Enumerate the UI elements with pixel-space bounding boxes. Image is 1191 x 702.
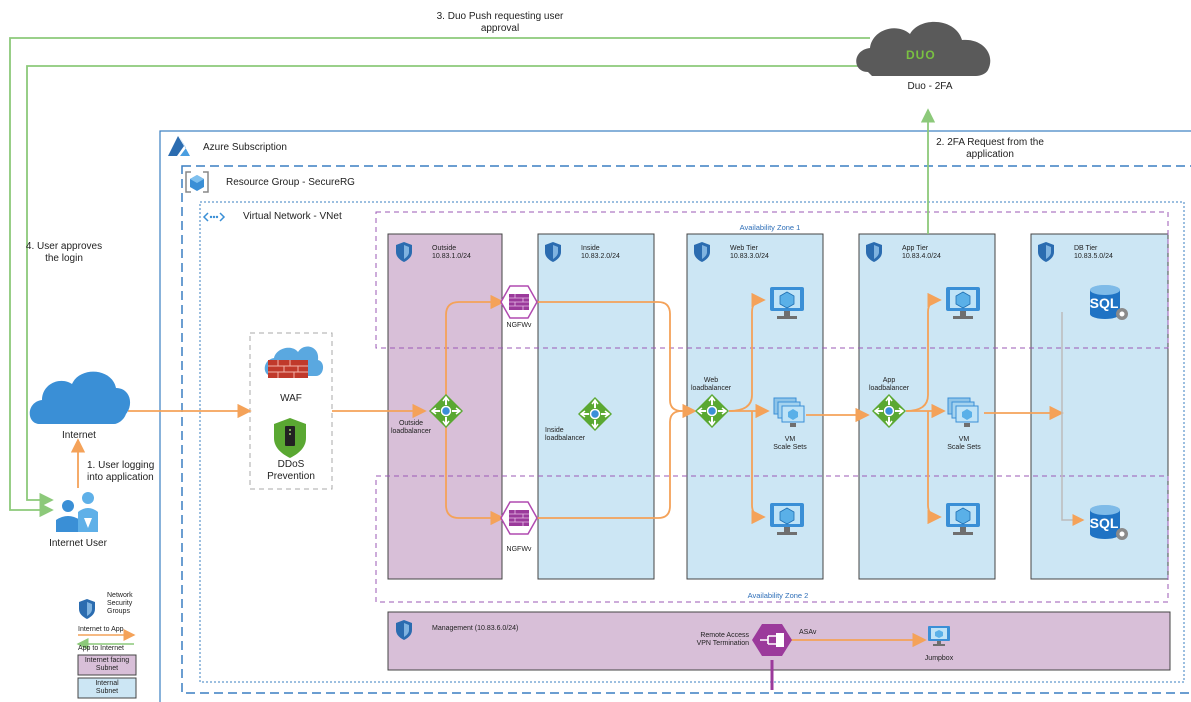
app-lb-label: App loadbalancer: [868, 377, 910, 392]
app-vmss-label: VM Scale Sets: [947, 436, 981, 451]
internet-user-icon: [56, 492, 98, 532]
outside-lb-to-ngfw-bottom: [445, 411, 505, 526]
waf-icon: [264, 346, 324, 378]
az2-label: Availability Zone 2: [747, 591, 809, 600]
asav-label: ASAv: [799, 629, 817, 636]
db-replication-line: [1061, 312, 1085, 526]
app-lb-to-vm-bottom: [927, 411, 942, 525]
subscription-label: Azure Subscription: [203, 142, 287, 153]
resource-group-icon: [185, 171, 209, 193]
step2-label: 2. 2FA Request from the application: [936, 137, 1044, 160]
jumpbox-icon: [928, 626, 950, 646]
asav-vpn-icon: [752, 624, 792, 656]
management-subnet-label: Management (10.83.6.0/24): [432, 625, 519, 632]
step3-label: 3. Duo Push requesting user approval: [436, 11, 564, 34]
internet-label: Internet: [62, 430, 96, 441]
web-subnet-label: Web Tier 10.83.3.0/24: [730, 245, 769, 260]
duo-push-line-inner: [26, 65, 870, 508]
step4-label: 4. User approves the login: [25, 241, 103, 264]
duo-label: Duo - 2FA: [907, 81, 953, 92]
availability-zone-2: [375, 475, 1169, 603]
legend-nsg-label: Network Security Groups: [107, 592, 133, 615]
ddos-label: DDoS Prevention: [267, 459, 315, 482]
ddos-shield-icon: [274, 418, 306, 458]
duo-push-line-outer: [9, 37, 870, 518]
resource-group-frame: [181, 165, 1191, 694]
internet-user-label: Internet User: [49, 538, 107, 549]
duo-logo-text: DUO: [906, 48, 936, 62]
vnet-icon: [202, 212, 226, 222]
web-vmss-label: VM Scale Sets: [773, 436, 807, 451]
waf-label: WAF: [280, 393, 302, 404]
ngfw-bottom-label: NGFWv: [506, 546, 532, 553]
web-lb-label: Web loadbalancer: [690, 377, 732, 392]
legend-nsg-shield-icon: [79, 599, 95, 619]
jumpbox-label: Jumpbox: [924, 655, 954, 662]
ngfw-top-label: NGFWv: [506, 322, 532, 329]
ngfw-bottom-icon: [500, 501, 538, 535]
az1-label: Availability Zone 1: [739, 223, 801, 232]
ngfw-bottom-to-web-lb: [536, 410, 683, 519]
resource-group-label: Resource Group - SecureRG: [226, 177, 355, 188]
step1-label: 1. User logging into application: [87, 460, 155, 483]
vpn-label: Remote Access VPN Termination: [696, 632, 749, 647]
availability-zone-1: [375, 211, 1169, 349]
outside-lb-label: Outside loadbalancer: [390, 420, 432, 435]
outside-subnet-label: Outside 10.83.1.0/24: [432, 245, 471, 260]
app-lb-to-vm-top: [905, 292, 942, 412]
ngfw-top-to-web-lb: [536, 301, 697, 419]
ngfw-top-icon: [500, 285, 538, 319]
legend-to-internet-label: App to Internet: [78, 645, 124, 652]
internet-cloud-icon: [29, 371, 131, 424]
inside-lb-label: Inside loadbalancer: [545, 427, 586, 442]
db-subnet-label: DB Tier 10.83.5.0/24: [1074, 245, 1113, 260]
azure-subscription-frame: [159, 130, 1191, 702]
inside-subnet-label: Inside 10.83.2.0/24: [581, 245, 620, 260]
vnet-frame: [199, 201, 1185, 683]
legend: [76, 629, 137, 699]
web-lb-to-vm-bottom: [751, 411, 766, 525]
duo-cloud-icon: [856, 21, 991, 77]
azure-logo-icon: [168, 136, 190, 156]
app-subnet-label: App Tier 10.83.4.0/24: [902, 245, 941, 260]
legend-internet-facing-label: Internet facing Subnet: [84, 657, 130, 672]
legend-to-app-label: Internet to App: [78, 626, 124, 633]
web-lb-to-vm-top: [728, 292, 766, 412]
vnet-label: Virtual Network - VNet: [243, 211, 342, 222]
legend-internal-label: Internal Subnet: [95, 680, 119, 695]
